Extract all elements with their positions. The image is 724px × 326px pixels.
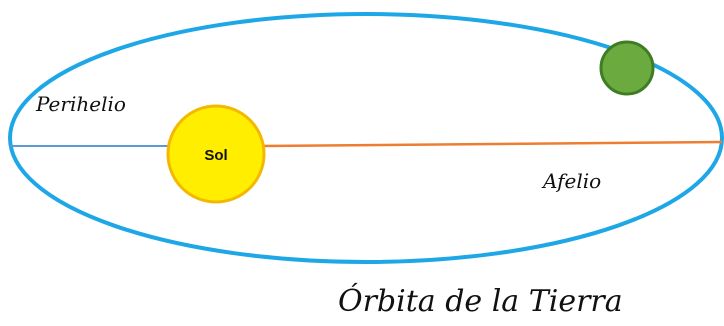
diagram-caption: Órbita de la Tierra <box>338 283 623 319</box>
orbit-ellipse <box>8 12 724 264</box>
aphelion-label: Afelio <box>541 169 601 193</box>
sun-icon <box>166 104 266 204</box>
earth-icon <box>599 40 655 96</box>
sun: Sol <box>166 104 266 204</box>
perihelion-label: Perihelio <box>35 92 126 116</box>
aphelion-line <box>261 140 723 148</box>
sun-label: Sol <box>204 147 227 164</box>
